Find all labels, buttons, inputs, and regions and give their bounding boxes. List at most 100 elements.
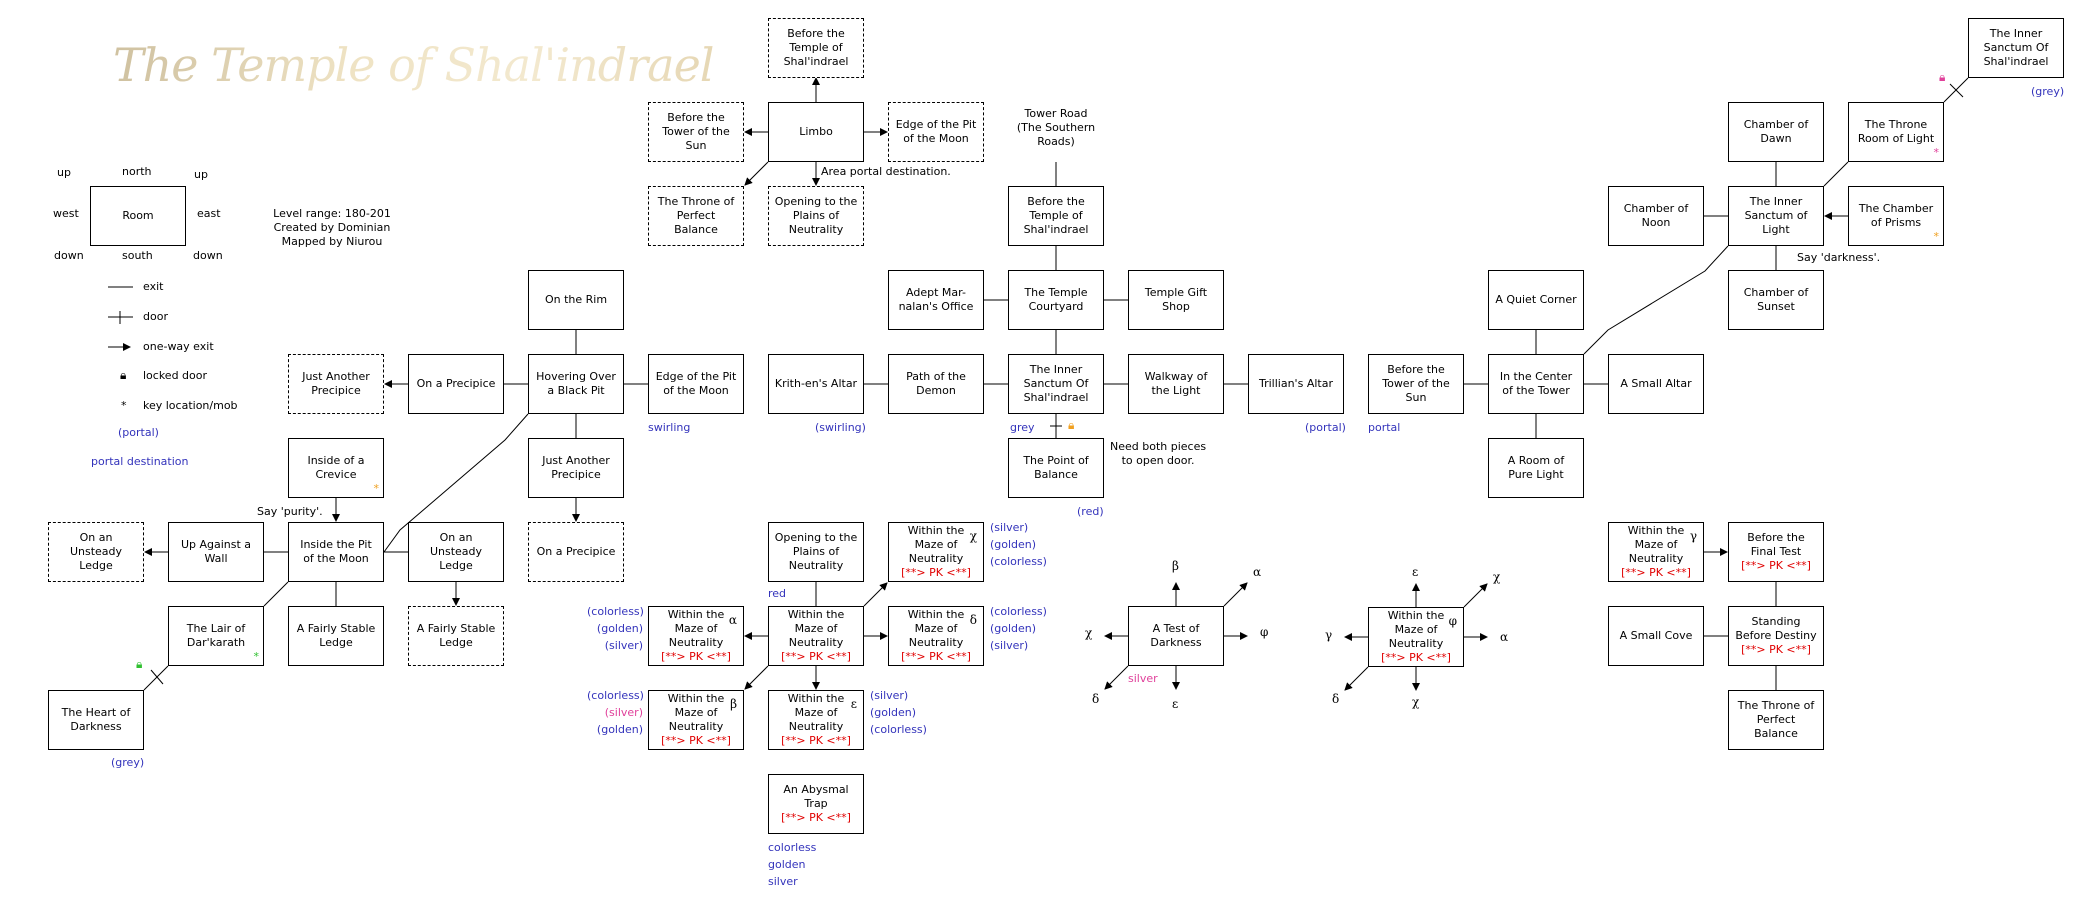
room-quiet-corner[interactable]: A Quiet Corner <box>1488 270 1584 330</box>
legend-up-left: up <box>57 166 71 179</box>
tower-road-line: Tower Road <box>1024 107 1088 120</box>
room-name-line: Ledge <box>439 636 473 649</box>
maze-symbol: α <box>728 613 737 627</box>
room-krithen-altar[interactable]: Krith-en's Altar <box>768 354 864 414</box>
room-name-line: Edge of the Pit <box>655 370 737 383</box>
room-name-line: Maze of <box>794 706 838 719</box>
portal-list-delta: (colorless) (golden) (silver) <box>990 603 1047 654</box>
room-name-line: Maze of <box>914 622 958 635</box>
portal-item: silver <box>768 875 798 888</box>
need-both-line: Need both pieces <box>1110 440 1207 453</box>
tower-road-line: (The Southern <box>1016 121 1096 134</box>
room-name-line: Just Another <box>302 370 370 383</box>
need-both-note: Need both pieces to open door. <box>1110 440 1206 468</box>
room-name-line: Neutrality <box>1388 637 1444 650</box>
room-on-a-precipice-dashed[interactable]: On a Precipice <box>528 522 624 582</box>
room-name-line: Before the <box>1747 531 1805 544</box>
room-name-line: Courtyard <box>1028 300 1084 313</box>
portal-item: (golden) <box>596 723 643 736</box>
pk-flag: [**> PK <**] <box>1621 566 1691 579</box>
room-name-line: Neutrality <box>788 636 844 649</box>
room-limbo[interactable]: Limbo <box>768 102 864 162</box>
legend-room-label: Room <box>122 209 154 222</box>
exit-label-e: φ <box>1260 625 1269 639</box>
room-name-line: Limbo <box>799 125 833 138</box>
portal-item: (colorless) <box>587 689 644 702</box>
room-name-line: Darkness <box>70 720 122 733</box>
room-trillian-altar[interactable]: Trillian's Altar <box>1248 354 1344 414</box>
legend-down-right: down <box>193 249 223 262</box>
room-name-line: Perfect <box>676 209 716 222</box>
portal-item: golden <box>768 858 806 871</box>
lock-icon: 🔒︎ <box>1939 70 1946 84</box>
portal-label: (swirling) <box>815 421 866 434</box>
room-name-line: Within the <box>1387 609 1445 622</box>
room-small-altar[interactable]: A Small Altar <box>1608 354 1704 414</box>
room-name-line: Unsteady <box>69 545 123 558</box>
room-adept-office[interactable]: Adept Mar-nalan's Office <box>888 270 984 330</box>
room-on-a-precipice[interactable]: On a Precipice <box>408 354 504 414</box>
room-name-line: Tower of the <box>662 125 730 138</box>
room-name-line: On an <box>79 531 113 544</box>
room-name-line: Sanctum Of <box>1983 41 2049 54</box>
room-name-line: Tower of the <box>1382 377 1450 390</box>
room-on-the-rim[interactable]: On the Rim <box>528 270 624 330</box>
room-name-line: Before the <box>1027 195 1085 208</box>
exit-label-e: α <box>1500 630 1509 644</box>
lock-icon: 🔒︎ <box>136 657 143 671</box>
legend-portal-label: (portal) <box>118 426 159 439</box>
room-name-line: Trap <box>804 797 828 810</box>
room-small-cove[interactable]: A Small Cove <box>1608 606 1704 666</box>
room-name-line: Plains of <box>792 209 840 222</box>
